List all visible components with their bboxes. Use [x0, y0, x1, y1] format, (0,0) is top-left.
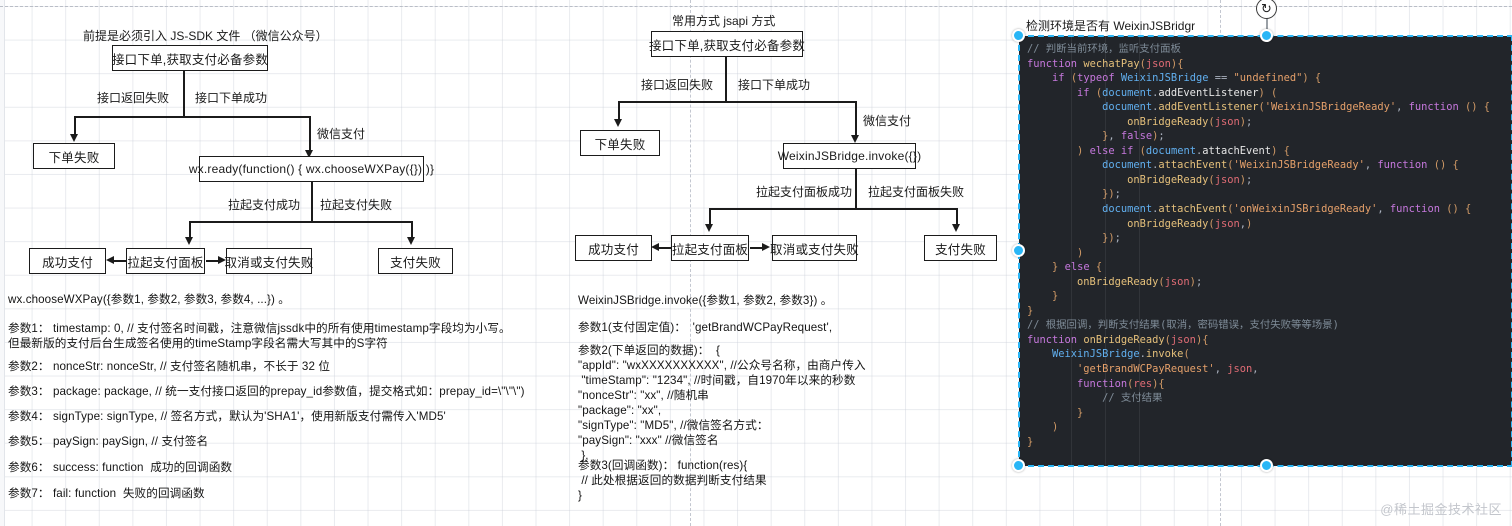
mid-edge-payfail: [956, 208, 958, 226]
left-arrow-ready: [305, 150, 313, 158]
left-arrow-payfail: [407, 237, 415, 245]
left-note-2: 参数2： nonceStr: nonceStr, // 支付签名随机串，不长于 …: [8, 360, 331, 373]
mid-node-pay-fail[interactable]: 支付失败: [924, 235, 997, 261]
left-edge-split-2: [189, 221, 412, 223]
mid-note-3: 参数3(回调函数)： function(res){ // 此处根据返回的数据判断…: [578, 459, 767, 502]
left-edge-stem: [183, 71, 185, 117]
left-flow-caption: 前提是必须引入 JS-SDK 文件 （微信公众号）: [83, 29, 328, 43]
left-node-pay-success[interactable]: 成功支付: [29, 248, 106, 274]
mid-edge-split: [618, 101, 856, 103]
mid-edge-stem: [725, 57, 727, 102]
mid-note-1: 参数1(支付固定值)： 'getBrandWCPayRequest',: [578, 321, 833, 334]
left-node-cancel-fail[interactable]: 取消或支付失败: [225, 248, 313, 274]
left-edge-label-api-order-success: 接口下单成功: [195, 91, 268, 105]
left-note-1: 参数1： timestamp: 0, // 支付签名时间戳，注意微信jssdk中…: [8, 322, 511, 350]
code-panel-annotation: 检测环境是否有 WeixinJSBridgr: [1026, 19, 1196, 33]
mid-arrow-panel-to-cancel: [762, 243, 770, 251]
left-edge-fail: [74, 116, 76, 136]
left-edge-panel: [189, 221, 191, 239]
code-editor-panel[interactable]: // 判断当前环境，监听支付面板 function wechatPay(json…: [1018, 35, 1512, 467]
mid-note-2: 参数2(下单返回的数据)： { "appId": "wxXXXXXXXXXX",…: [578, 344, 866, 462]
mid-node-order-fail[interactable]: 下单失败: [580, 130, 660, 156]
selection-handle-bottom-left[interactable]: [1012, 459, 1025, 472]
page-break-top: [0, 6, 1512, 7]
selection-handle-top-left[interactable]: [1012, 29, 1025, 42]
left-edge-split: [74, 116, 310, 118]
left-arrow-fail: [70, 134, 78, 142]
left-edge-stem-2: [311, 182, 313, 222]
left-arrow-panel-to-success: [106, 256, 114, 264]
rotate-handle[interactable]: ↻: [1256, 0, 1277, 19]
mid-node-pay-success[interactable]: 成功支付: [575, 235, 652, 261]
left-edge-panel-to-success: [113, 260, 127, 262]
mid-node-invoke[interactable]: WeixinJSBridge.invoke({}): [778, 143, 921, 169]
mid-edge-panel-to-success: [658, 247, 672, 249]
code-content[interactable]: // 判断当前环境，监听支付面板 function wechatPay(json…: [1027, 43, 1491, 448]
left-note-5: 参数5： paySign: paySign, // 支付签名: [8, 435, 209, 448]
mid-arrow-invoke: [851, 135, 859, 143]
mid-arrow-panel: [705, 224, 713, 232]
mid-arrow-panel-to-success: [651, 243, 659, 251]
mid-node-panel[interactable]: 拉起支付面板: [671, 235, 749, 261]
code-indent-guide-3: [1139, 36, 1140, 466]
mid-note-0: WeixinJSBridge.invoke({参数1, 参数2, 参数3}) 。: [578, 294, 833, 307]
left-node-start[interactable]: 接口下单,获取支付必备参数: [112, 45, 268, 71]
mid-edge-fail: [618, 101, 620, 121]
selection-handle-bottom-center[interactable]: [1260, 459, 1273, 472]
left-node-order-fail[interactable]: 下单失败: [33, 143, 115, 169]
left-edge-label-api-return-fail: 接口返回失败: [97, 91, 170, 105]
mid-edge-panel-to-cancel: [750, 247, 763, 249]
code-indent-guide-1: [1071, 36, 1072, 466]
left-edge-label-wechat-pay: 微信支付: [317, 127, 366, 141]
left-arrow-panel-to-cancel: [218, 256, 226, 264]
mid-edge-invoke: [855, 101, 857, 137]
mid-node-start[interactable]: 接口下单,获取支付必备参数: [649, 31, 805, 57]
left-node-panel[interactable]: 拉起支付面板: [126, 248, 205, 274]
code-indent-guide-2: [1105, 36, 1106, 466]
left-edge-panel-to-cancel: [206, 260, 219, 262]
left-edge-label-invoke-success: 拉起支付成功: [228, 198, 301, 212]
mid-edge-label-api-order-success: 接口下单成功: [738, 78, 811, 92]
mid-edge-stem-2: [855, 169, 857, 209]
mid-edge-split-2: [709, 208, 957, 210]
left-arrow-panel: [185, 237, 193, 245]
page-break-vertical: [690, 0, 691, 526]
left-note-4: 参数4： signType: signType, // 签名方式，默认为'SHA…: [8, 410, 446, 423]
selection-handle-top-center[interactable]: [1260, 29, 1273, 42]
left-note-6: 参数6： success: function 成功的回调函数: [8, 461, 233, 474]
left-note-7: 参数7： fail: function 失败的回调函数: [8, 487, 205, 500]
watermark: @稀土掘金技术社区: [1380, 502, 1502, 517]
left-edge-label-invoke-fail: 拉起支付失败: [320, 198, 393, 212]
left-node-pay-fail[interactable]: 支付失败: [378, 248, 453, 274]
left-node-wx-ready[interactable]: wx.ready(function() { wx.chooseWXPay({})…: [189, 156, 434, 182]
mid-arrow-fail: [614, 119, 622, 127]
mid-edge-label-wechat-pay: 微信支付: [863, 114, 912, 128]
left-ruler: [0, 0, 5, 526]
mid-arrow-payfail: [952, 224, 960, 232]
mid-edge-label-api-return-fail: 接口返回失败: [641, 78, 714, 92]
left-note-3: 参数3： package: package, // 统一支付接口返回的prepa…: [8, 385, 525, 398]
mid-edge-label-panel-success: 拉起支付面板成功: [756, 185, 853, 199]
left-edge-payfail: [411, 221, 413, 239]
mid-node-cancel-fail[interactable]: 取消或支付失败: [770, 235, 859, 261]
left-note-0: wx.chooseWXPay({参数1, 参数2, 参数3, 参数4, ...}…: [8, 293, 290, 306]
mid-flow-caption: 常用方式 jsapi 方式: [672, 14, 776, 28]
left-edge-ready: [309, 116, 311, 152]
selection-handle-middle-left[interactable]: [1012, 244, 1025, 257]
rotate-handle-stem: [1266, 18, 1268, 36]
mid-edge-label-panel-fail: 拉起支付面板失败: [868, 185, 965, 199]
mid-edge-panel: [709, 208, 711, 226]
